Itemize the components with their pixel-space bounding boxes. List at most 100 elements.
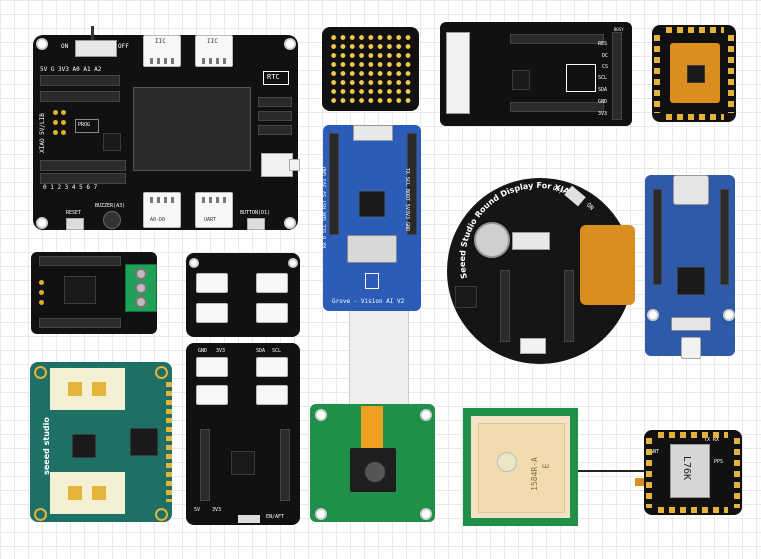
prog-box bbox=[75, 119, 99, 133]
eink-pin-sda: SDA bbox=[598, 87, 608, 93]
bus-connector-4[interactable] bbox=[256, 303, 288, 323]
gps-patch-sub: E bbox=[541, 463, 551, 469]
camera-hole-2 bbox=[420, 409, 432, 421]
vision-title: Grove - Vision AI V2 bbox=[332, 298, 405, 305]
bus-connector-5[interactable] bbox=[196, 357, 228, 377]
eink-ffc[interactable] bbox=[446, 32, 470, 114]
bus-switch[interactable] bbox=[238, 515, 260, 523]
blue-dip-switch[interactable] bbox=[671, 317, 711, 331]
bus-header-right bbox=[280, 429, 290, 501]
mount-hole-tl bbox=[36, 38, 48, 50]
gps-pins-right-pads bbox=[734, 438, 740, 508]
vertical-label: XIAO 5V/LIB bbox=[38, 113, 46, 153]
bus-connector-6[interactable] bbox=[256, 357, 288, 377]
relay-pad-2 bbox=[39, 290, 44, 295]
terminal-screw-2[interactable] bbox=[135, 282, 147, 294]
bus-connector-7[interactable] bbox=[196, 385, 228, 405]
camera-lens bbox=[363, 460, 387, 484]
left-header-top bbox=[40, 75, 120, 86]
bus-connector-3[interactable] bbox=[196, 303, 228, 323]
reset-label: RESET bbox=[66, 210, 82, 216]
bus-connector-2[interactable] bbox=[256, 273, 288, 293]
bus-connector-8[interactable] bbox=[256, 385, 288, 405]
terminal-screw-3[interactable] bbox=[135, 296, 147, 308]
blue-header-right bbox=[720, 189, 729, 285]
led-matrix-board[interactable] bbox=[322, 27, 419, 111]
radar-board[interactable]: seeed studio bbox=[30, 362, 172, 522]
camera-hole-3 bbox=[315, 508, 327, 520]
right-header-2 bbox=[258, 111, 292, 121]
antenna-pins-left bbox=[654, 35, 660, 113]
gps-chip-label: L76K bbox=[681, 455, 693, 481]
iic-connector-2[interactable] bbox=[195, 35, 233, 67]
expansion-board[interactable]: ON OFF IIC IIC RTC 5V G 3V3 A0 A1 A2 XIA… bbox=[33, 26, 300, 230]
power-switch[interactable] bbox=[75, 40, 117, 57]
eink-board[interactable]: BUSY RES DC CS SCL SDA GND 3V3 bbox=[440, 22, 632, 126]
round-display-header-right bbox=[564, 270, 574, 342]
relay-header-top bbox=[39, 256, 121, 266]
gps-module-shield bbox=[670, 444, 710, 498]
blue-xiao-board[interactable] bbox=[645, 175, 735, 359]
gps-patch-gold bbox=[478, 423, 565, 513]
eink-pin-scl: SCL bbox=[598, 75, 608, 81]
switch-off-label: OFF bbox=[118, 43, 129, 50]
bottom-pin-labels: 0 1 2 3 4 5 6 7 bbox=[43, 184, 98, 191]
bus-board-bottom[interactable]: GND 3V3 SDA SCL 5V 3V3 EN/AFT bbox=[186, 343, 300, 525]
gps-module[interactable]: L76K ANT PPS TX RX bbox=[644, 430, 742, 515]
bus-board-top[interactable] bbox=[186, 253, 300, 337]
led-matrix bbox=[329, 33, 413, 105]
uart-connector[interactable] bbox=[195, 192, 233, 228]
relay-pad-3 bbox=[39, 300, 44, 305]
blue-chip bbox=[677, 267, 705, 295]
battery-connector-tab bbox=[289, 159, 300, 171]
rtc-label-box bbox=[263, 71, 289, 85]
round-display-chip bbox=[455, 286, 477, 308]
vision-header-left bbox=[329, 133, 339, 235]
a0-d0-label: A0-D0 bbox=[150, 217, 166, 223]
relay-pad-1 bbox=[39, 280, 44, 285]
bus-connector-1[interactable] bbox=[196, 273, 228, 293]
radar-antenna-top bbox=[50, 368, 125, 410]
gps-pins-bottom-pads bbox=[658, 507, 728, 513]
gps-patch-feed bbox=[497, 452, 517, 472]
mount-hole-bl bbox=[36, 217, 48, 229]
small-chip bbox=[103, 133, 121, 151]
round-display-connector[interactable] bbox=[520, 338, 546, 354]
antenna-pins-bottom bbox=[666, 114, 724, 120]
gps-pins-top-pads bbox=[658, 432, 728, 438]
relay-header-bottom bbox=[39, 318, 121, 328]
camera-hole-4 bbox=[420, 508, 432, 520]
terminal-screw-1[interactable] bbox=[135, 268, 147, 280]
iic-label-2: IIC bbox=[207, 38, 218, 45]
user-button[interactable] bbox=[247, 218, 265, 230]
bus-label-en: EN/AFT bbox=[266, 514, 285, 520]
a0-d0-connector[interactable] bbox=[143, 192, 181, 228]
eink-pin-3v3: 3V3 bbox=[598, 111, 608, 117]
vision-chip bbox=[359, 191, 385, 217]
xiao-antenna-module[interactable] bbox=[652, 25, 736, 122]
camera-module[interactable] bbox=[310, 404, 435, 522]
vision-usb-port[interactable] bbox=[347, 235, 397, 263]
blue-usb-c[interactable] bbox=[673, 175, 709, 205]
eink-header-bottom bbox=[510, 102, 604, 112]
reset-button[interactable] bbox=[66, 218, 84, 230]
vision-ffc-connector[interactable] bbox=[353, 125, 393, 141]
vision-header-right bbox=[407, 133, 417, 235]
gps-pins-right: PPS bbox=[714, 459, 724, 465]
vision-left-label: RX D SCL SDA RST 5V 3V3 GND bbox=[322, 166, 329, 249]
round-display-sd[interactable] bbox=[512, 232, 550, 250]
blue-grove-port[interactable] bbox=[681, 337, 701, 359]
iic-connector-1[interactable] bbox=[143, 35, 181, 67]
switch-lever[interactable] bbox=[91, 26, 94, 40]
gps-pins-left: ANT bbox=[650, 449, 660, 455]
radar-brand: seeed studio bbox=[41, 417, 51, 475]
vision-board[interactable]: RX D SCL SDA RST 5V 3V3 GND TX SCL BOOT … bbox=[322, 125, 421, 311]
mount-hole-br bbox=[284, 217, 296, 229]
gps-pins-left-pads bbox=[646, 438, 652, 508]
eink-chip bbox=[512, 70, 530, 90]
blue-hole-2 bbox=[723, 309, 735, 321]
relay-board[interactable] bbox=[31, 252, 157, 334]
eink-header-top bbox=[510, 34, 604, 44]
antenna-pins-right bbox=[728, 35, 734, 113]
right-header-1 bbox=[258, 97, 292, 107]
